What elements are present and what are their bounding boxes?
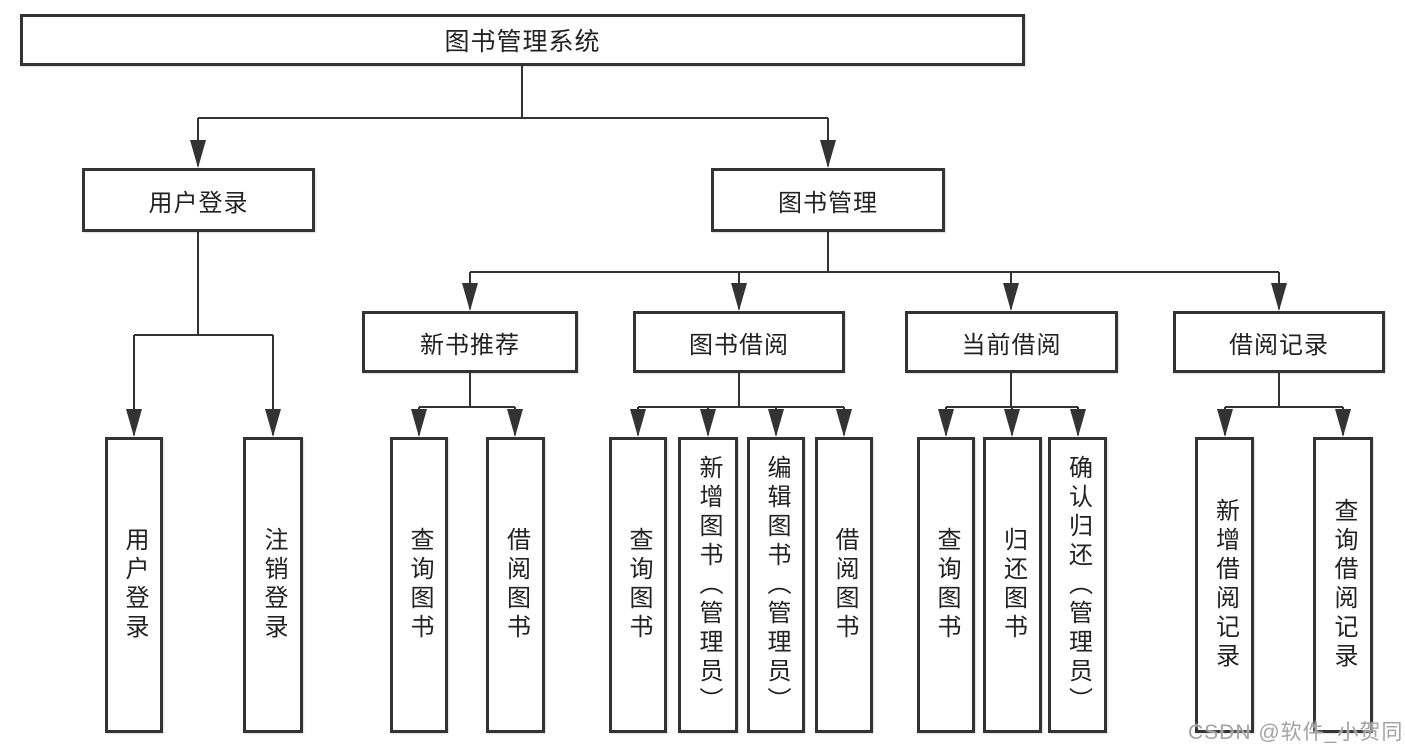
node-root-box: 图书管理系统: [20, 14, 1025, 66]
leaf-logout-box: 注销登录: [243, 437, 303, 733]
leaf-borrow-books-rec-box: 借阅图书: [486, 437, 545, 733]
node-book-borrow-label: 图书借阅: [689, 331, 789, 359]
leaf-add-books-admin-box: 新增图书（管理员）: [678, 437, 738, 733]
leaf-return-books-box: 归还图书: [983, 437, 1042, 733]
leaf-user-login-label: 用户登录: [121, 527, 148, 643]
leaf-add-borrow-record-label: 新增借阅记录: [1211, 498, 1239, 672]
leaf-query-books-borrow-box: 查询图书: [609, 437, 667, 733]
leaf-confirm-return-admin-box: 确认归还（管理员）: [1048, 437, 1107, 733]
leaf-borrow-books-rec-label: 借阅图书: [502, 527, 530, 643]
node-borrow-records-box: 借阅记录: [1173, 311, 1385, 373]
csdn-watermark: CSDN @软件_小贺同学: [1188, 721, 1405, 744]
node-book-management-label: 图书管理: [778, 189, 878, 217]
node-current-borrow-label: 当前借阅: [961, 331, 1062, 359]
leaf-query-books-current-box: 查询图书: [917, 437, 975, 733]
node-new-book-recommend-label: 新书推荐: [420, 331, 520, 359]
leaf-query-books-borrow-label: 查询图书: [625, 527, 652, 643]
leaf-confirm-return-admin-label: 确认归还（管理员）: [1064, 454, 1092, 716]
leaf-query-books-current-label: 查询图书: [933, 527, 960, 643]
leaf-query-borrow-record-box: 查询借阅记录: [1313, 437, 1373, 733]
leaf-edit-books-admin-label: 编辑图书（管理员）: [763, 454, 790, 716]
leaf-query-borrow-record-label: 查询借阅记录: [1330, 498, 1357, 672]
leaf-query-books-rec-box: 查询图书: [390, 437, 448, 733]
leaf-add-borrow-record-box: 新增借阅记录: [1195, 437, 1254, 733]
node-borrow-records-label: 借阅记录: [1229, 331, 1329, 359]
leaf-borrow-books-box: 借阅图书: [815, 437, 873, 733]
node-book-management-box: 图书管理: [711, 168, 945, 232]
leaf-borrow-books-label: 借阅图书: [831, 527, 858, 643]
node-book-borrow-box: 图书借阅: [633, 311, 845, 373]
leaf-return-books-label: 归还图书: [999, 527, 1027, 643]
node-user-login-label: 用户登录: [148, 189, 249, 217]
leaf-query-books-rec-label: 查询图书: [406, 527, 433, 643]
node-root-label: 图书管理系统: [444, 28, 601, 56]
leaf-add-books-admin-label: 新增图书（管理员）: [695, 454, 722, 716]
leaf-logout-label: 注销登录: [260, 527, 287, 643]
node-new-book-recommend-box: 新书推荐: [362, 311, 578, 373]
leaf-user-login-box: 用户登录: [105, 437, 163, 733]
node-user-login-box: 用户登录: [82, 168, 315, 232]
node-current-borrow-box: 当前借阅: [905, 311, 1118, 373]
leaf-edit-books-admin-box: 编辑图书（管理员）: [747, 437, 805, 733]
